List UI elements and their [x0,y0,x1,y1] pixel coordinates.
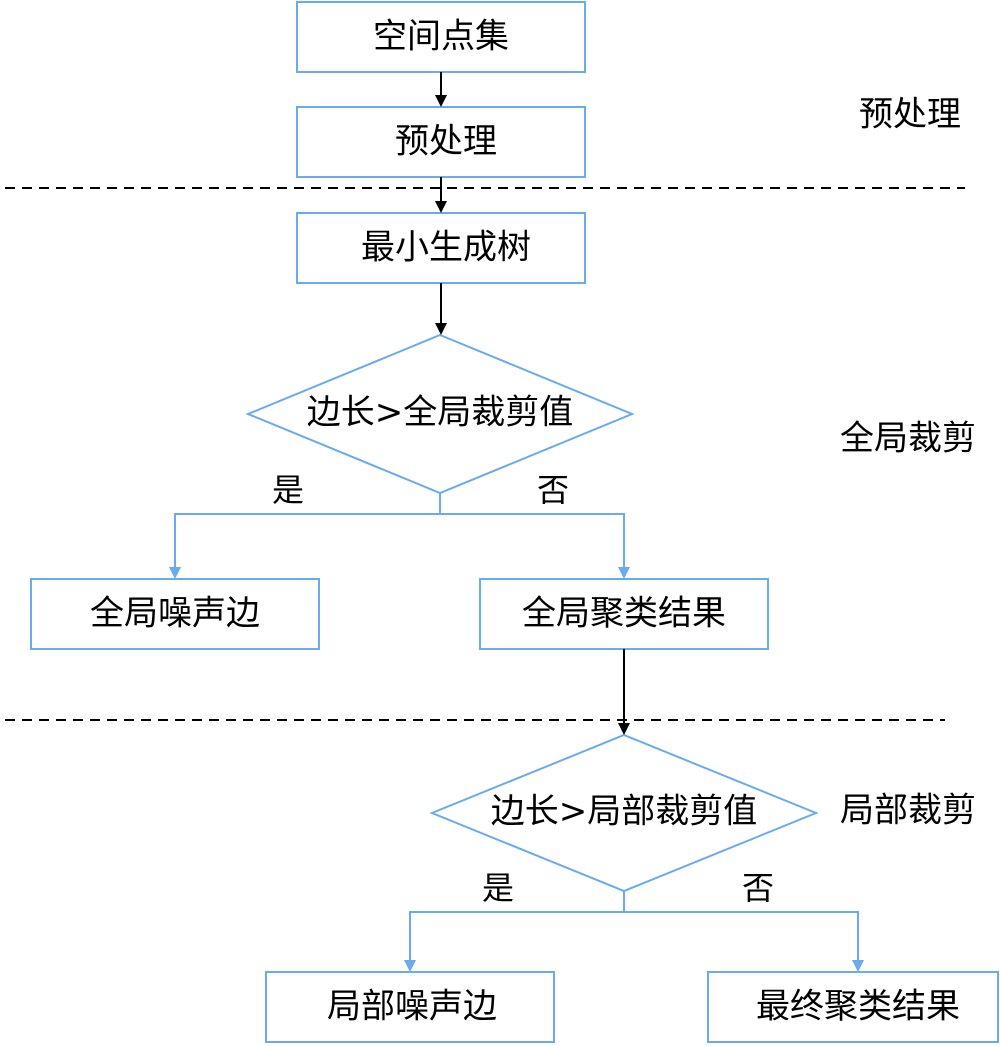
node-global-noise: 全局噪声边 [30,578,320,650]
node-spatial-points: 空间点集 [296,1,586,73]
node-preprocess: 预处理 [296,106,586,178]
node-global-result: 全局聚类结果 [479,578,769,650]
node-label: 最小生成树 [361,228,531,268]
node-local-noise: 局部噪声边 [265,971,555,1043]
node-box [296,212,586,284]
node-label: 预处理 [395,122,497,162]
node-mst: 最小生成树 [296,212,586,284]
node-label: 空间点集 [373,17,509,57]
stage-label-local-prune: 局部裁剪 [840,791,976,831]
arrow-local-yes [404,911,624,972]
arrow-local-no [624,911,864,972]
arrow-global-no [440,513,630,579]
node-box [707,971,999,1043]
decision-label: 边长>局部裁剪值 [491,792,758,832]
branch-label-global-yes: 是 [272,471,304,509]
arrow-global-yes [169,513,440,579]
node-label: 局部噪声边 [327,987,497,1027]
node-box [30,578,320,650]
decision-label: 边长>全局裁剪值 [307,393,574,433]
stage-label-global-prune: 全局裁剪 [840,419,976,459]
node-label: 最终聚类结果 [756,987,960,1027]
node-box [479,578,769,650]
branch-label-local-yes: 是 [482,869,514,907]
node-box [265,971,555,1043]
node-final-result: 最终聚类结果 [707,971,999,1043]
decision-global-prune: 边长>全局裁剪值 [245,333,635,495]
node-label: 全局噪声边 [90,594,260,634]
branch-label-local-no: 否 [742,869,774,907]
node-label: 全局聚类结果 [522,594,726,634]
branch-label-global-no: 否 [537,471,569,509]
decision-local-prune: 边长>局部裁剪值 [429,733,819,893]
stage-label-preprocess: 预处理 [859,95,961,135]
node-box [296,1,586,73]
